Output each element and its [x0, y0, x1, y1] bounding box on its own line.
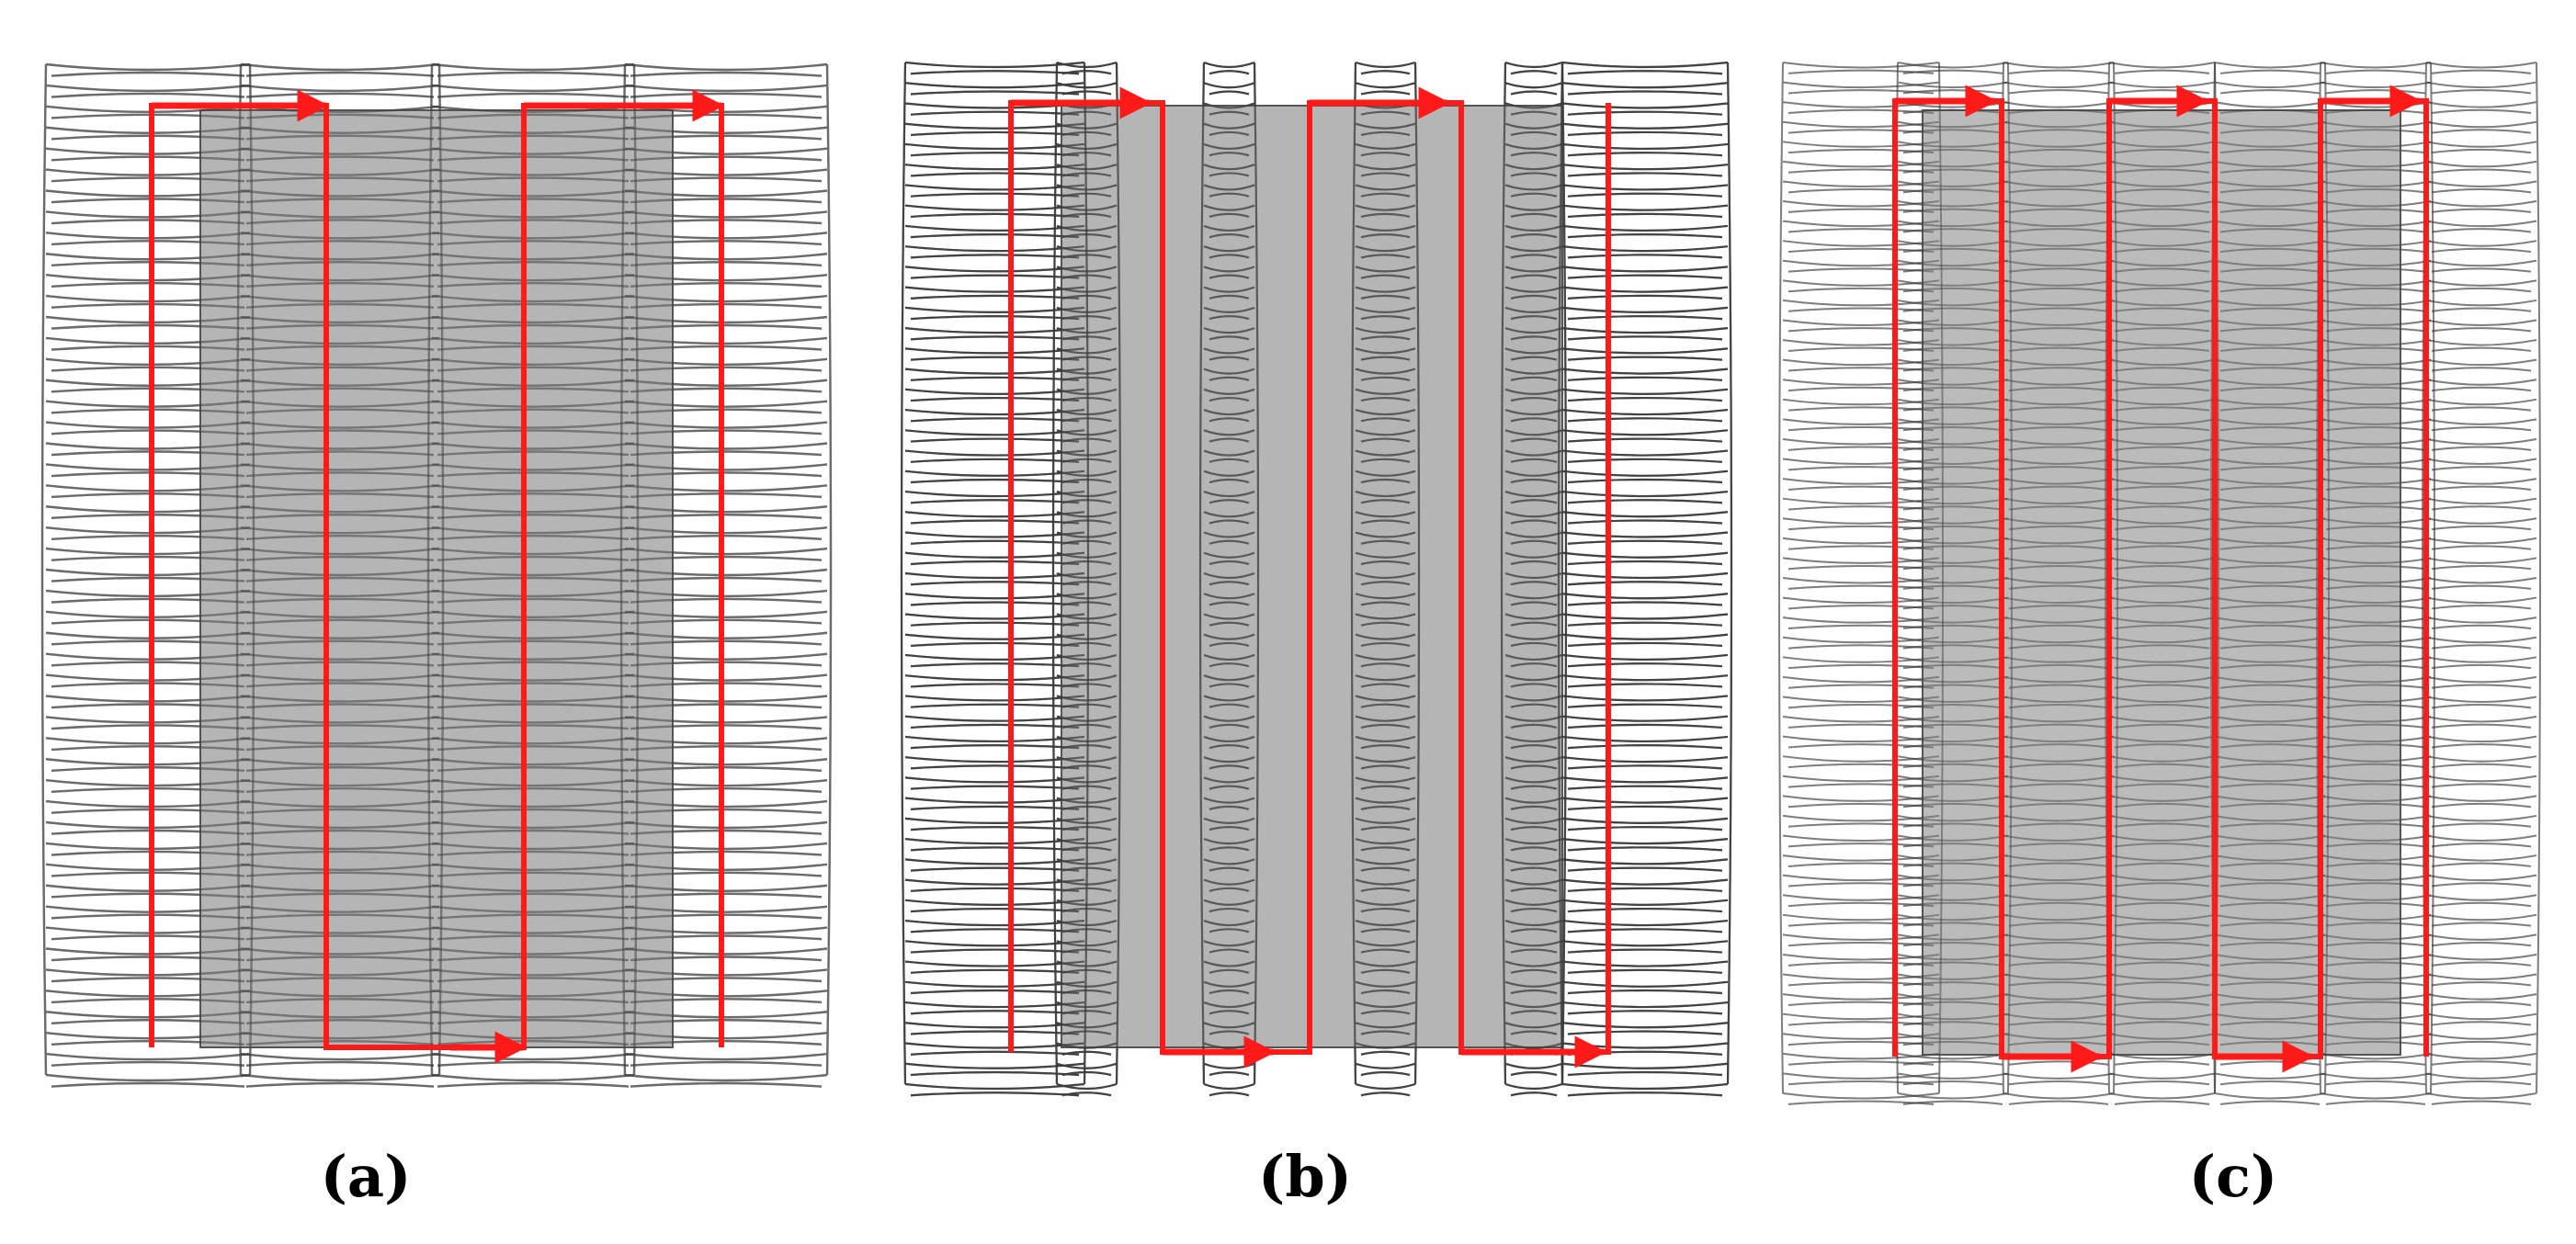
panel-c-caption: (c): [2189, 1143, 2277, 1210]
panel-c-path: [1892, 85, 2429, 1073]
panel-a: (a): [40, 62, 833, 1210]
panel-a-coverage-region: [199, 109, 674, 1048]
panel-b: (b): [900, 61, 1733, 1210]
panel-a-path: [149, 89, 725, 1064]
panel-a-footprint-overlay: [40, 62, 833, 1088]
panel-a-caption: (a): [321, 1143, 412, 1210]
panel-c-footprint-overlay: [1778, 62, 2541, 1105]
panel-b-caption: (b): [1258, 1143, 1352, 1210]
panel-b-footprint-overlay: [900, 61, 1733, 1097]
panel-c: (c): [1778, 62, 2541, 1210]
panel-b-path: [1008, 86, 1611, 1069]
